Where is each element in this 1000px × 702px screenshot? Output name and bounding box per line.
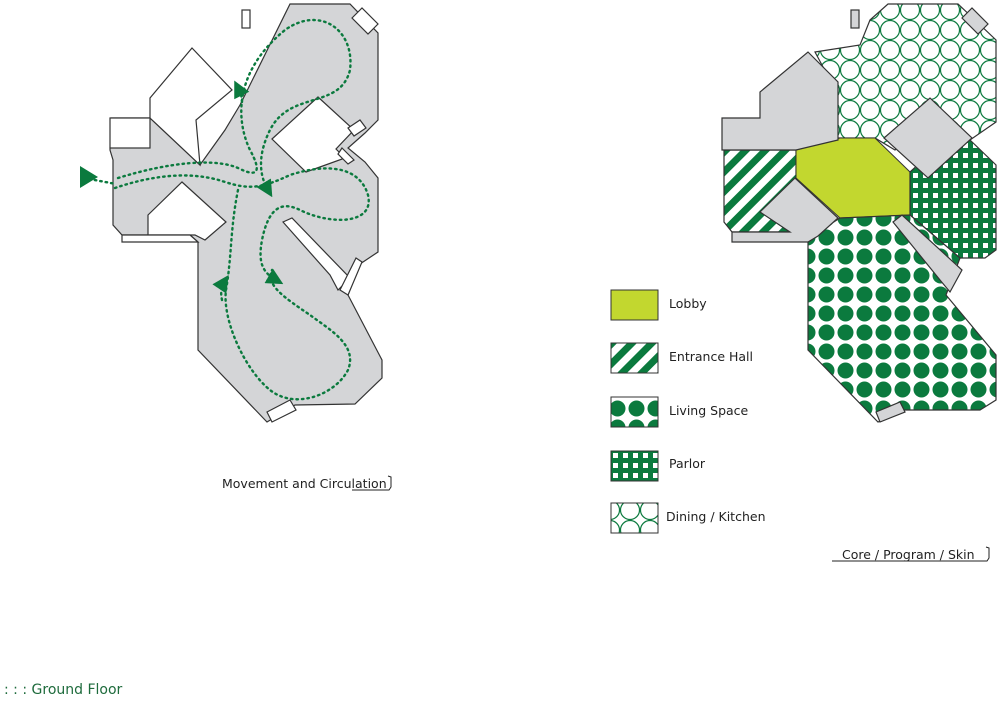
core-element (875, 401, 906, 423)
core-element (850, 9, 860, 29)
wall-element (337, 147, 355, 165)
left-caption: Movement and Circulation (222, 476, 387, 491)
core-element (721, 51, 839, 151)
footer-prefix: : : : (4, 682, 28, 698)
legend-swatch-parlor (610, 450, 659, 482)
legend-label-parlor: Parlor (669, 456, 706, 471)
wall-element (121, 234, 200, 243)
core-element (892, 214, 963, 294)
circulation-route (113, 167, 370, 285)
core-element (883, 97, 973, 179)
entry-arrow-icon (80, 166, 98, 188)
circulation-route (234, 80, 250, 104)
wall-element (266, 399, 297, 423)
core-element (961, 7, 989, 35)
legend-swatch-dining-kitchen (610, 502, 659, 534)
circulation-route (212, 275, 229, 302)
wall-element (339, 257, 363, 296)
legend-label-lobby: Lobby (669, 296, 707, 311)
wall-element (347, 119, 367, 137)
circulation-route (116, 18, 352, 198)
circulation-route (224, 188, 352, 401)
wall-element (109, 117, 151, 149)
footer-floor-label: Ground Floor (31, 682, 123, 698)
right-caption: Core / Program / Skin (842, 547, 975, 562)
legend-label-entrance-hall: Entrance Hall (669, 349, 753, 364)
core-element (731, 177, 839, 243)
legend-label-living-space: Living Space (669, 403, 749, 418)
footer-title: : : : Ground Floor (4, 682, 122, 698)
legend-swatch-entrance-hall (610, 342, 659, 374)
legend-swatch-lobby (610, 289, 659, 321)
courtyard-void (271, 96, 355, 173)
wall-element (241, 9, 251, 29)
circulation-path (82, 18, 370, 401)
wall-element (351, 7, 379, 35)
legend-label-dining-kitchen: Dining / Kitchen (666, 509, 766, 524)
legend-swatch-living-space (610, 396, 659, 428)
